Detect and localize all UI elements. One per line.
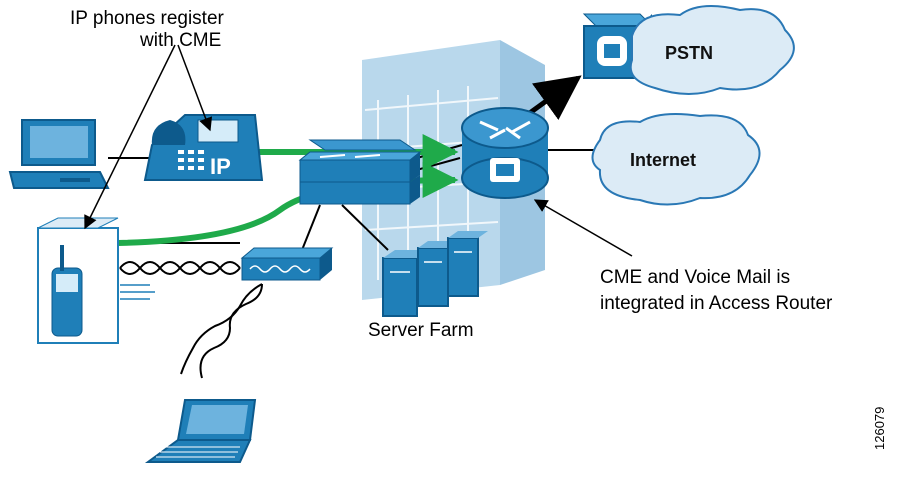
internet-label: Internet <box>630 150 697 170</box>
access-router-icon <box>461 107 549 199</box>
ip-phone-icon: IP <box>143 114 264 181</box>
pstn-label: PSTN <box>665 43 714 63</box>
wireless-signal-vertical <box>180 283 263 379</box>
figure-number: 126079 <box>872 406 887 450</box>
wireless-signal-horizontal <box>119 261 241 275</box>
ip-phones-register-label: IP phones register with CME <box>70 8 224 52</box>
ip-phone-badge: IP <box>210 154 231 179</box>
cme-voicemail-label: CME and Voice Mail is integrated in Acce… <box>600 267 832 315</box>
ip-phones-register-line2: with CME <box>140 30 222 51</box>
server-rack-icon <box>382 231 488 317</box>
ip-phones-register-line1: IP phones register <box>70 8 224 29</box>
server-farm-label: Server Farm <box>368 320 474 341</box>
callout-arrows-ip-phones <box>84 44 213 230</box>
cme-voicemail-line2: integrated in Access Router <box>600 293 833 314</box>
lan-switch-icon <box>298 139 422 205</box>
cme-voicemail-line1: CME and Voice Mail is <box>600 267 791 288</box>
internet-cloud <box>591 113 761 206</box>
desktop-computer-icon <box>8 119 110 189</box>
wireless-access-point-icon <box>240 247 334 281</box>
callout-arrow-cme <box>533 199 633 257</box>
pstn-cloud <box>629 5 795 95</box>
laptop-icon <box>144 399 257 463</box>
wireless-phone-icon <box>37 217 155 344</box>
